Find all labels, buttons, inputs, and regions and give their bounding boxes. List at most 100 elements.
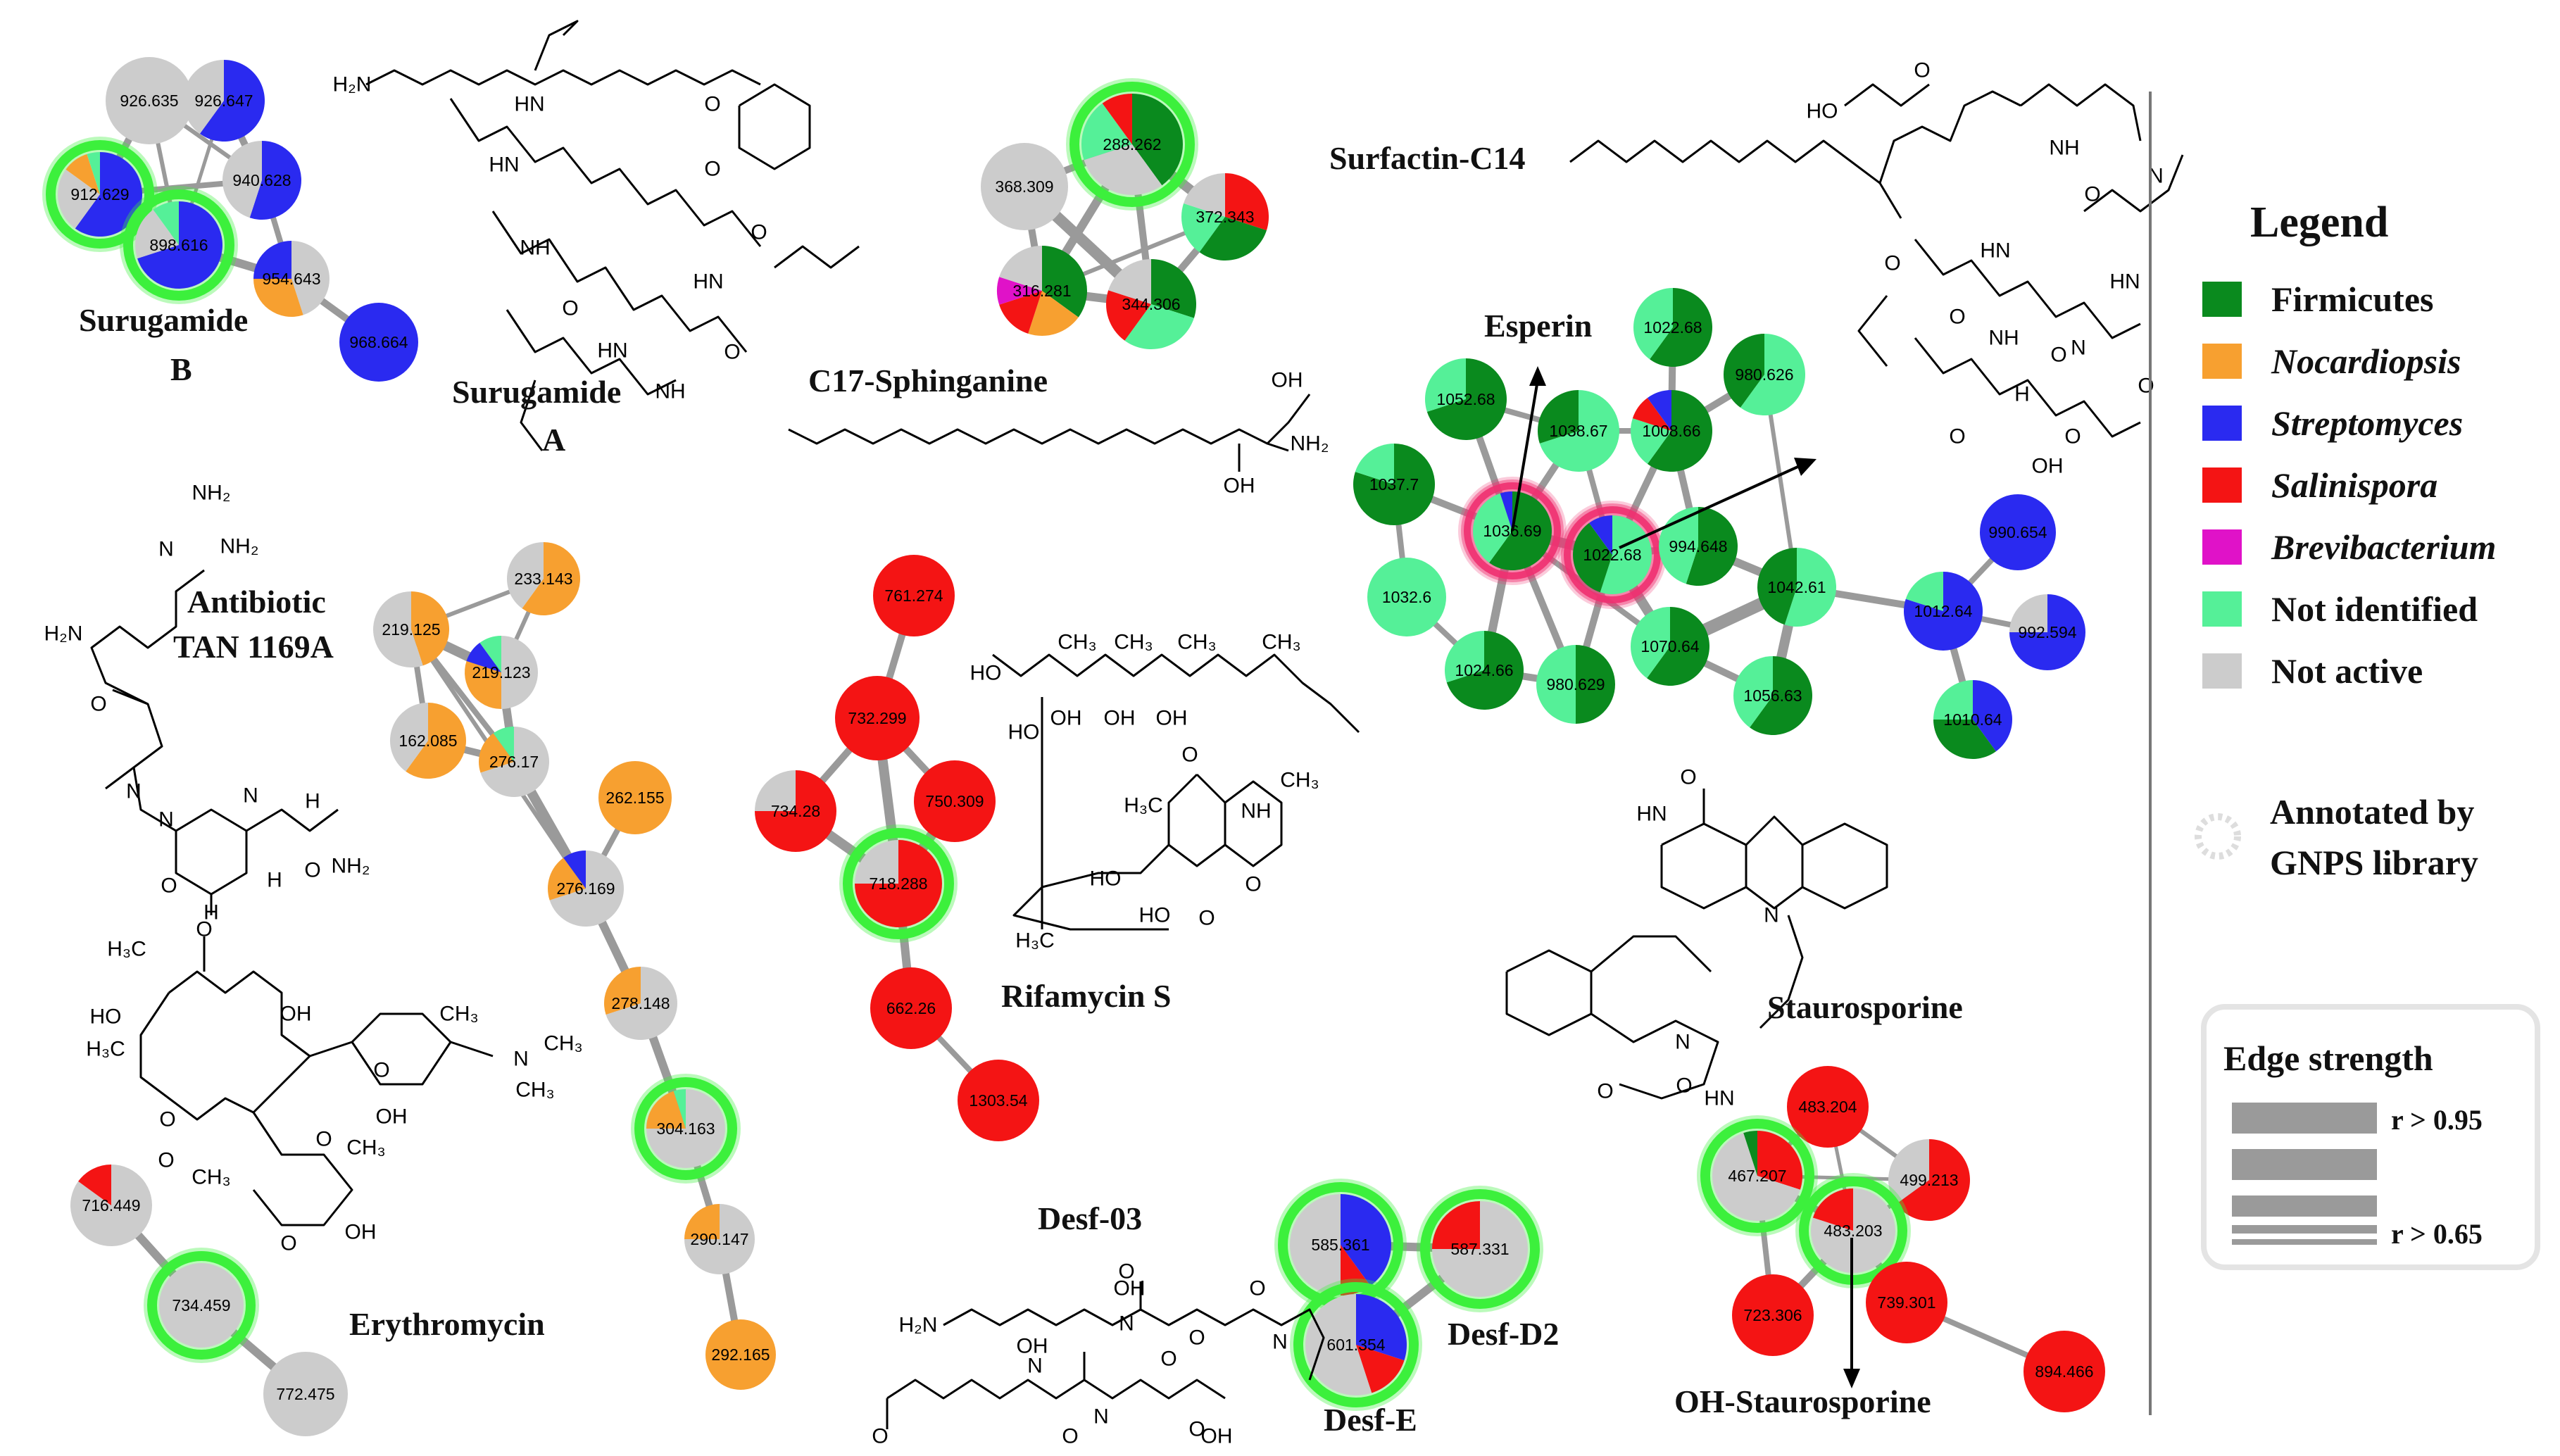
network-node[interactable]: 499.213 — [1888, 1139, 1970, 1221]
network-node[interactable]: 940.628 — [222, 141, 302, 220]
network-node[interactable]: 290.147 — [684, 1204, 755, 1274]
network-node[interactable]: 980.626 — [1723, 334, 1805, 415]
svg-text:O: O — [159, 1108, 175, 1131]
network-node[interactable]: 732.299 — [835, 676, 920, 760]
pie-slice — [1355, 444, 1394, 484]
pie-slice — [1108, 259, 1151, 304]
network-node[interactable]: 926.635 — [106, 57, 193, 144]
network-node[interactable]: 587.331 — [1417, 1186, 1543, 1312]
network-node[interactable]: 761.274 — [873, 555, 955, 636]
network-node[interactable]: 483.204 — [1787, 1066, 1869, 1148]
network-node[interactable]: 304.163 — [631, 1074, 741, 1184]
network-node[interactable]: 734.459 — [144, 1248, 259, 1363]
pie-slice — [1686, 507, 1738, 586]
network-node[interactable]: 1052.68 — [1425, 358, 1507, 440]
pie-slice — [1812, 1188, 1853, 1231]
network-node[interactable]: 716.449 — [70, 1165, 153, 1246]
svg-text:NH: NH — [2049, 137, 2079, 160]
network-node[interactable]: 262.155 — [598, 761, 672, 834]
network-node[interactable]: 734.28 — [755, 770, 836, 852]
network-node[interactable]: 926.647 — [183, 60, 265, 142]
network-node[interactable]: 278.148 — [604, 967, 677, 1040]
node-label: 732.299 — [848, 709, 906, 727]
network-node[interactable]: 467.207 — [1697, 1115, 1818, 1236]
pie-slice — [997, 277, 1042, 305]
pie-slice — [1750, 656, 1813, 736]
network-node[interactable]: 894.466 — [2023, 1331, 2105, 1412]
svg-text:O: O — [1949, 306, 1965, 329]
network-node[interactable]: 1032.6 — [1367, 558, 1446, 636]
svg-text:NH₂: NH₂ — [220, 535, 259, 558]
network-node[interactable]: 483.203 — [1795, 1173, 1911, 1288]
network-node[interactable]: 898.616 — [120, 186, 238, 304]
label-desfd2: Desf-D2 — [1448, 1316, 1559, 1352]
svg-text:O: O — [2050, 344, 2066, 367]
pie-slice — [135, 209, 179, 259]
network-node[interactable]: 219.125 — [373, 591, 450, 667]
legend-title: Legend — [2250, 199, 2388, 246]
svg-text:O: O — [751, 221, 767, 244]
network-node[interactable]: 750.309 — [914, 760, 996, 842]
network-node[interactable]: 1012.64 — [1904, 572, 1983, 651]
network-node[interactable]: 368.309 — [981, 143, 1068, 230]
pie-slice — [70, 1165, 153, 1246]
network-node[interactable]: 723.306 — [1732, 1274, 1814, 1356]
network-node[interactable]: 912.629 — [42, 137, 158, 252]
network-node[interactable]: 1070.64 — [1631, 607, 1710, 686]
network-node[interactable]: 968.664 — [339, 303, 418, 382]
pie-slice — [549, 851, 624, 927]
legend-annotated-ring-icon — [2195, 813, 2241, 860]
network-node[interactable]: 990.654 — [1980, 494, 2056, 570]
svg-text:O: O — [1949, 425, 1965, 448]
network-node[interactable]: 980.629 — [1536, 645, 1615, 724]
legend-swatch — [2202, 282, 2242, 317]
network-node[interactable]: 276.169 — [548, 851, 624, 927]
svg-text:OH: OH — [1114, 1277, 1146, 1300]
network-node[interactable]: 718.288 — [839, 824, 958, 943]
node-label: 968.664 — [349, 333, 408, 351]
network-node[interactable]: 662.26 — [870, 967, 952, 1049]
network-node[interactable]: 1010.64 — [1933, 680, 2012, 759]
network-node[interactable]: 288.262 — [1066, 78, 1198, 211]
pie-slice — [1367, 558, 1446, 636]
network-node[interactable]: 1022.68 — [1558, 501, 1667, 609]
network-node[interactable]: 1036.69 — [1458, 477, 1567, 585]
network-node[interactable]: 1056.63 — [1733, 656, 1813, 736]
pie-slice — [1539, 390, 1619, 472]
node-label: 1052.68 — [1436, 390, 1495, 408]
network-node[interactable]: 994.648 — [1659, 507, 1738, 586]
svg-text:O: O — [1249, 1277, 1265, 1300]
network-node[interactable]: 316.281 — [997, 246, 1087, 337]
network-node[interactable]: 772.475 — [263, 1352, 348, 1436]
legend: Legend FirmicutesNocardiopsisStreptomyce… — [2195, 199, 2540, 1270]
pie-slice — [339, 303, 418, 382]
network-node[interactable]: 292.165 — [705, 1319, 776, 1390]
svg-text:CH₃: CH₃ — [544, 1032, 583, 1055]
pie-slice — [75, 152, 143, 237]
annotated-ring — [147, 1251, 256, 1360]
network-node[interactable]: 1303.54 — [958, 1060, 1039, 1141]
pie-slice — [1536, 645, 1576, 724]
svg-text:H: H — [305, 790, 320, 813]
network-node[interactable]: 372.343 — [1181, 173, 1269, 261]
network-node[interactable]: 276.17 — [479, 727, 549, 797]
network-node[interactable]: 233.143 — [506, 542, 580, 615]
network-node[interactable]: 1037.7 — [1353, 444, 1436, 525]
pie-slice — [1426, 358, 1507, 440]
network-node[interactable]: 992.594 — [2009, 594, 2085, 670]
network-node[interactable]: 344.306 — [1105, 259, 1197, 350]
network-node[interactable]: 219.123 — [465, 636, 538, 710]
network-node[interactable]: 1022.68 — [1633, 288, 1712, 368]
network-node[interactable]: 739.301 — [1866, 1262, 1947, 1343]
network-node[interactable]: 1038.67 — [1538, 390, 1619, 472]
network-node[interactable]: 1008.66 — [1630, 390, 1713, 472]
pie-slice — [2023, 1331, 2105, 1412]
network-node[interactable]: 601.354 — [1290, 1279, 1422, 1411]
network-node[interactable]: 1042.61 — [1757, 548, 1837, 627]
node-label: 1037.7 — [1369, 475, 1419, 494]
svg-text:O: O — [158, 1149, 174, 1172]
network-node[interactable]: 954.643 — [253, 241, 330, 317]
network-node[interactable]: 162.085 — [390, 703, 466, 779]
network-node[interactable]: 1024.66 — [1444, 631, 1524, 710]
